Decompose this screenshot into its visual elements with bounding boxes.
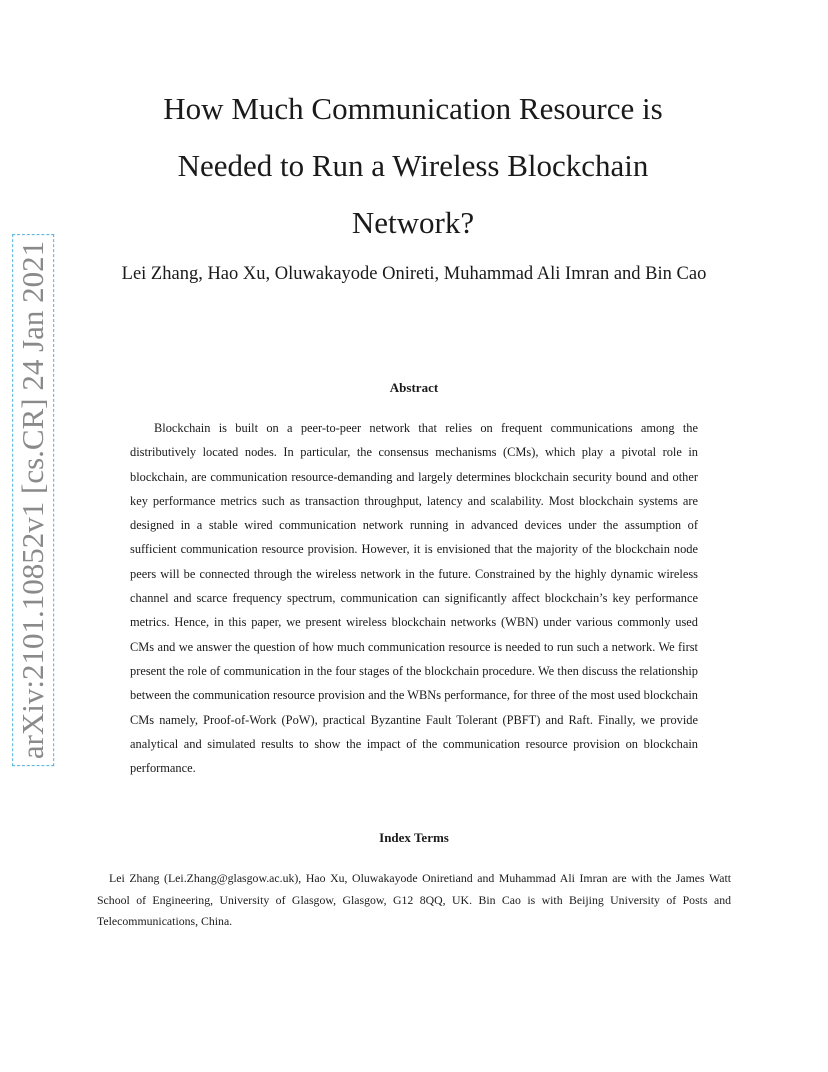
arxiv-identifier: arXiv:2101.10852v1 [cs.CR] 24 Jan 2021: [12, 233, 54, 767]
paper-title: How Much Communication Resource is Neede…: [163, 91, 663, 240]
abstract-heading: Abstract: [389, 380, 439, 395]
arxiv-stamp: arXiv:2101.10852v1 [cs.CR] 24 Jan 2021: [10, 233, 56, 767]
abstract-body: Blockchain is built on a peer-to-peer ne…: [130, 421, 698, 776]
author-list: Lei Zhang, Hao Xu, Oluwakayode Onireti, …: [121, 264, 707, 284]
author-affiliation-footnote: Lei Zhang (Lei.Zhang@glasgow.ac.uk), Hao…: [97, 871, 731, 928]
index-terms-heading: Index Terms: [379, 830, 449, 845]
